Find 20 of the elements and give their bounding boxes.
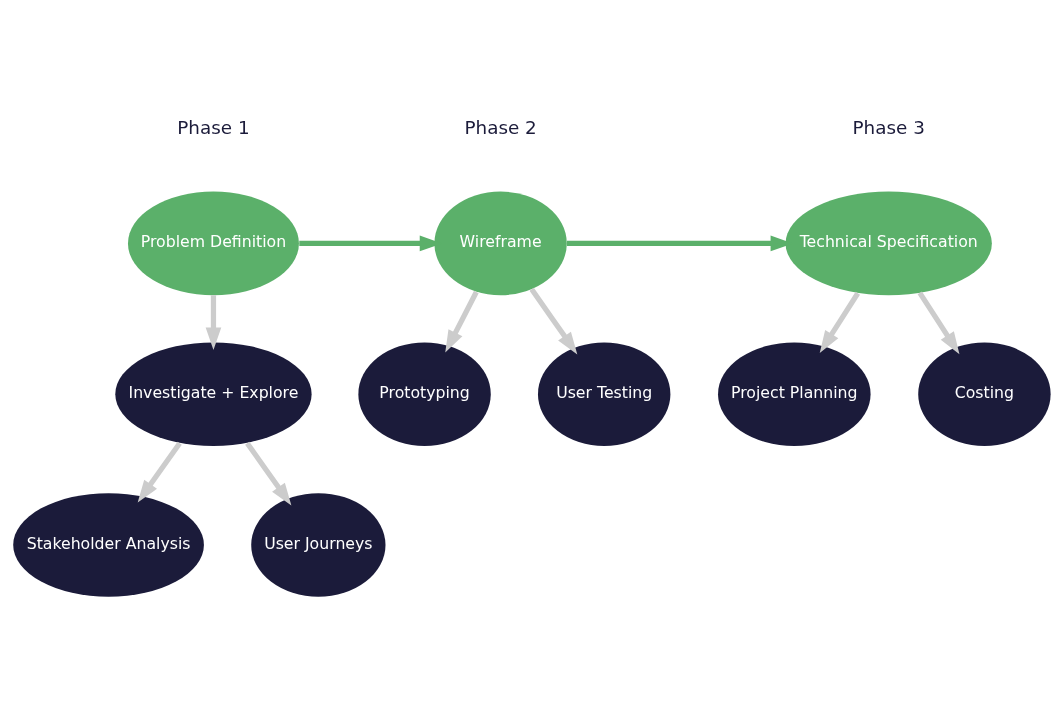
node-ellipse: Problem Definition <box>127 191 299 295</box>
arrow <box>245 441 292 506</box>
node-ellipse: Technical Specification <box>785 191 992 295</box>
node-ellipse: User Journeys <box>251 492 386 597</box>
arrow <box>137 441 182 502</box>
node-ellipse: Prototyping <box>358 341 491 446</box>
arrow <box>445 290 479 353</box>
node-label: Phase 2 <box>464 116 537 138</box>
arrow <box>917 290 960 354</box>
node-ellipse: Wireframe <box>434 191 567 295</box>
node-label: Phase 3 <box>852 116 925 138</box>
node-ellipse: Investigate + Explore <box>115 341 312 446</box>
arrow <box>529 287 578 354</box>
arrow <box>819 291 860 353</box>
node-ellipse: Stakeholder Analysis <box>13 492 204 597</box>
node-ellipse: Project Planning <box>718 341 871 446</box>
node-label: Phase 1 <box>177 116 250 138</box>
node-ellipse: User Testing <box>537 341 671 446</box>
arrow <box>205 294 222 350</box>
node-ellipse: Costing <box>918 341 1051 446</box>
